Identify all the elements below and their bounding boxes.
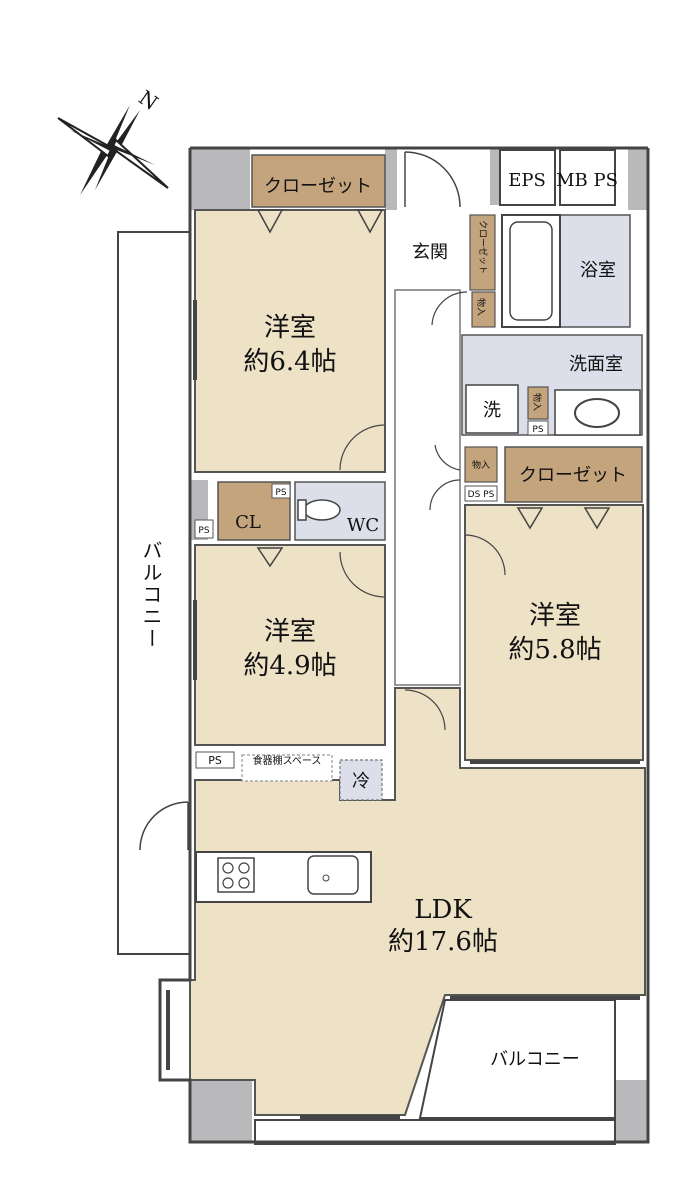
mono-3-label: 物入 bbox=[472, 459, 490, 471]
western-3-size: 約5.8帖 bbox=[508, 635, 601, 665]
room-western-3 bbox=[464, 504, 644, 761]
dish-shelf-space bbox=[241, 754, 333, 782]
western-1-name: 洋室 bbox=[264, 313, 316, 343]
mono-3 bbox=[464, 446, 498, 483]
dish-shelf-label: 食器棚スペース bbox=[252, 756, 322, 767]
balcony-bottom-label: バルコニー bbox=[490, 1049, 580, 1070]
western-2-name: 洋室 bbox=[264, 617, 316, 647]
ps-cl-label: PS bbox=[275, 488, 286, 498]
room-western-1 bbox=[194, 209, 386, 473]
closet-right-label: クローゼット bbox=[519, 465, 627, 486]
ldk-size: 約17.6帖 bbox=[388, 927, 498, 957]
closet-entry-label: クローゼット bbox=[477, 220, 489, 274]
eps-label: EPS bbox=[508, 170, 546, 191]
western-2-size: 約4.9帖 bbox=[243, 651, 336, 681]
fridge-label: 冷 bbox=[352, 771, 370, 792]
dsps-label: DS PS bbox=[468, 490, 495, 500]
mono-2-label: 物入 bbox=[531, 393, 543, 411]
washroom-label: 洗面室 bbox=[569, 354, 623, 375]
closet-entry bbox=[469, 214, 496, 291]
compass-north-label: N bbox=[134, 85, 162, 115]
mbps-label: MB PS bbox=[556, 170, 618, 191]
ps-kitchen-label: PS bbox=[208, 754, 222, 767]
bath-label: 浴室 bbox=[580, 260, 616, 281]
closet-top bbox=[251, 154, 386, 208]
toilet-icon bbox=[303, 499, 341, 521]
ps-washroom-label: PS bbox=[532, 425, 543, 435]
stove-icon bbox=[217, 857, 255, 893]
fridge-space bbox=[339, 759, 383, 801]
washer-space bbox=[465, 384, 519, 434]
eps-box bbox=[499, 149, 556, 206]
balcony-left bbox=[117, 231, 191, 955]
room-western-2 bbox=[194, 544, 386, 746]
ps-left-label: PS bbox=[198, 526, 209, 536]
mono-1-label: 物入 bbox=[475, 298, 487, 316]
mbps-box bbox=[559, 149, 616, 206]
washer-label: 洗 bbox=[483, 400, 501, 421]
mono-2 bbox=[527, 386, 549, 420]
wc-label: WC bbox=[347, 515, 379, 536]
western-3-name: 洋室 bbox=[529, 601, 581, 631]
closet-right bbox=[504, 446, 643, 503]
closet-top-label: クローゼット bbox=[264, 176, 372, 197]
compass-icon bbox=[57, 105, 169, 195]
room-bath bbox=[559, 214, 631, 328]
cl-label: CL bbox=[235, 512, 261, 533]
entrance-label: 玄関 bbox=[412, 242, 448, 263]
mono-1 bbox=[471, 291, 496, 328]
western-1-size: 約6.4帖 bbox=[243, 347, 336, 377]
ldk-name: LDK bbox=[414, 895, 472, 925]
sink-icon bbox=[307, 855, 359, 895]
balcony-left-label: バルコニー bbox=[139, 540, 163, 650]
